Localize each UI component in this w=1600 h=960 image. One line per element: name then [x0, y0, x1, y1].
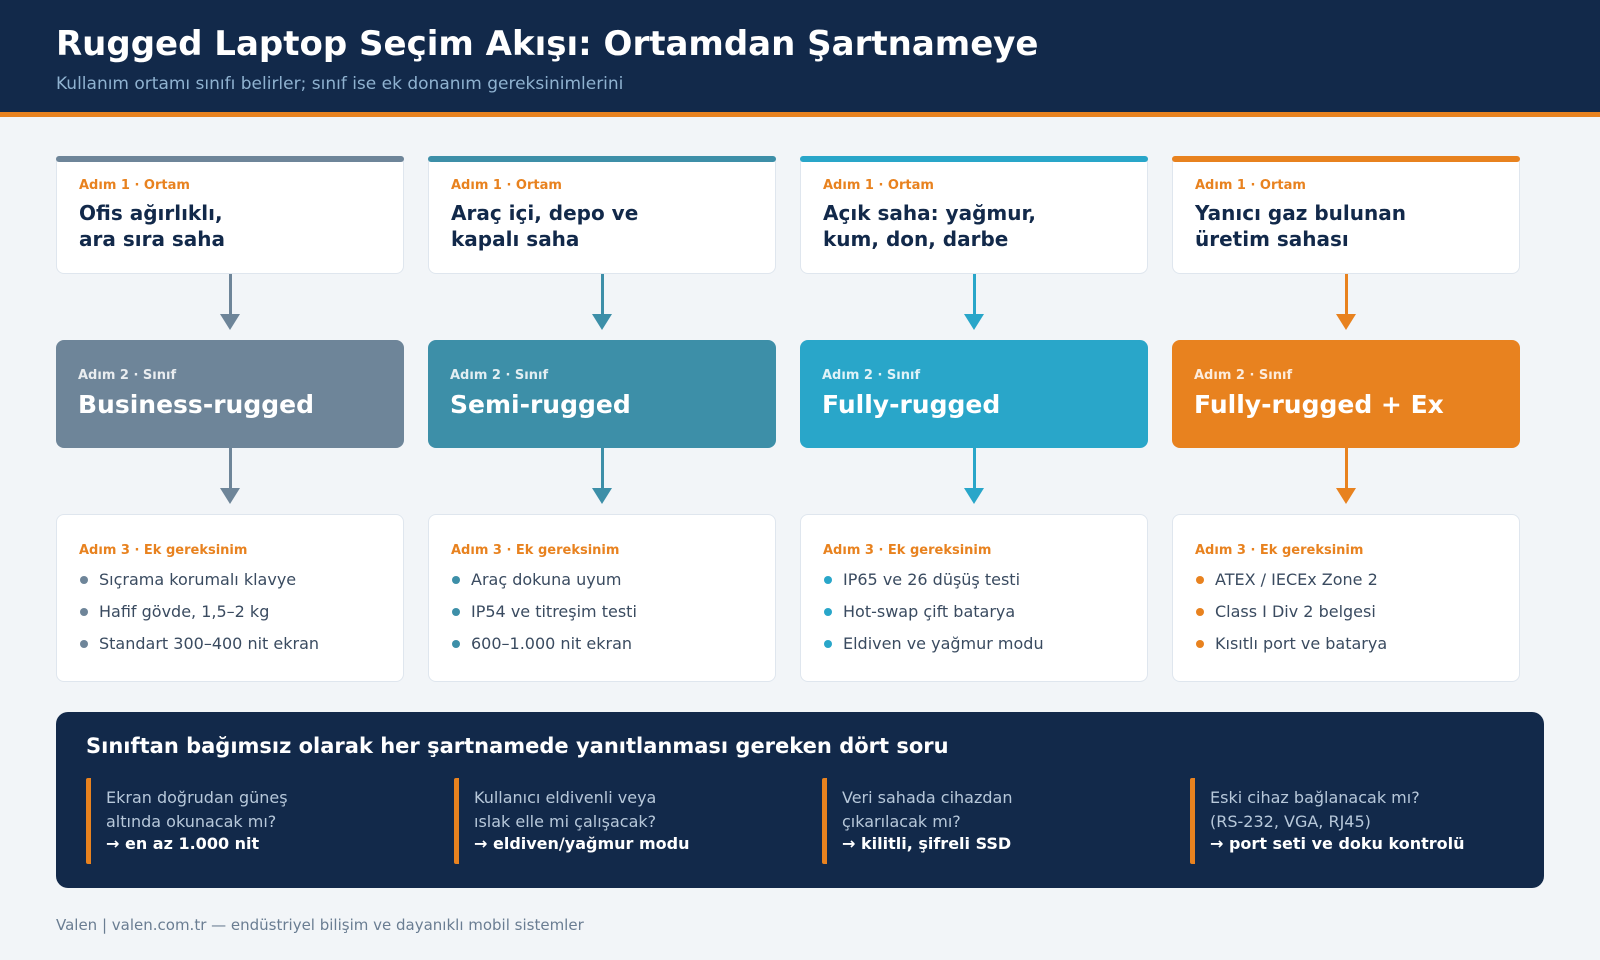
bullet-icon: [824, 640, 832, 648]
environment-title: Araç içi, depo ve kapalı saha: [451, 200, 761, 252]
question-item: Eski cihaz bağlanacak mı? (RS-232, VGA, …: [1190, 778, 1535, 864]
flow-column-semi-rugged: Adım 1 · Ortam Araç içi, depo ve kapalı …: [428, 156, 776, 682]
requirements-list: Sıçrama korumalı klavye Hafif gövde, 1,5…: [79, 569, 319, 665]
bullet-icon: [1196, 608, 1204, 616]
list-item: Eldiven ve yağmur modu: [823, 633, 1044, 665]
step1-kicker: Adım 1 · Ortam: [1195, 178, 1306, 193]
bullet-icon: [1196, 640, 1204, 648]
bullet-icon: [824, 608, 832, 616]
question-text: Veri sahada cihazdan çıkarılacak mı?: [842, 788, 1013, 831]
step1-kicker: Adım 1 · Ortam: [823, 178, 934, 193]
footer-credit: Valen | valen.com.tr — endüstriyel biliş…: [56, 916, 584, 934]
environment-card: Adım 1 · Ortam Yanıcı gaz bulunan üretim…: [1172, 156, 1520, 274]
flow-column-fully-rugged: Adım 1 · Ortam Açık saha: yağmur, kum, d…: [800, 156, 1148, 682]
environment-title-line1: Yanıcı gaz bulunan: [1195, 201, 1406, 225]
requirements-list: Araç dokuna uyum IP54 ve titreşim testi …: [451, 569, 637, 665]
list-item: Araç dokuna uyum: [451, 569, 637, 601]
question-answer: → kilitli, şifreli SSD: [842, 834, 1012, 853]
bullet-icon: [452, 608, 460, 616]
requirements-list: ATEX / IECEx Zone 2 Class I Div 2 belges…: [1195, 569, 1387, 665]
question-text: Eski cihaz bağlanacak mı? (RS-232, VGA, …: [1210, 788, 1420, 831]
accent-bar: [800, 156, 1148, 162]
step3-kicker: Adım 3 · Ek gereksinim: [79, 543, 248, 558]
environment-title-line2: ara sıra saha: [79, 227, 226, 251]
environment-title-line2: üretim sahası: [1195, 227, 1349, 251]
class-card: Adım 2 · Sınıf Semi-rugged: [428, 340, 776, 448]
flow-column-fully-rugged-ex: Adım 1 · Ortam Yanıcı gaz bulunan üretim…: [1172, 156, 1520, 682]
list-item: Standart 300–400 nit ekran: [79, 633, 319, 665]
step3-kicker: Adım 3 · Ek gereksinim: [451, 543, 620, 558]
list-item: Kısıtlı port ve batarya: [1195, 633, 1387, 665]
requirements-list: IP65 ve 26 düşüş testi Hot-swap çift bat…: [823, 569, 1044, 665]
question-text: Kullanıcı eldivenli veya ıslak elle mi ç…: [474, 788, 657, 831]
list-item: Class I Div 2 belgesi: [1195, 601, 1387, 633]
list-item: ATEX / IECEx Zone 2: [1195, 569, 1387, 601]
requirements-card: Adım 3 · Ek gereksinim Araç dokuna uyum …: [428, 514, 776, 682]
step1-kicker: Adım 1 · Ortam: [79, 178, 190, 193]
bullet-icon: [80, 608, 88, 616]
bullet-icon: [80, 576, 88, 584]
step2-kicker: Adım 2 · Sınıf: [78, 368, 177, 383]
page-subtitle: Kullanım ortamı sınıfı belirler; sınıf i…: [56, 74, 624, 94]
bullet-icon: [1196, 576, 1204, 584]
bullet-icon: [80, 640, 88, 648]
list-item: IP65 ve 26 düşüş testi: [823, 569, 1044, 601]
question-item: Veri sahada cihazdan çıkarılacak mı? → k…: [822, 778, 1167, 864]
class-card: Adım 2 · Sınıf Fully-rugged + Ex: [1172, 340, 1520, 448]
header-banner: Rugged Laptop Seçim Akışı: Ortamdan Şart…: [0, 0, 1600, 117]
step2-kicker: Adım 2 · Sınıf: [822, 368, 921, 383]
step1-kicker: Adım 1 · Ortam: [451, 178, 562, 193]
page-title: Rugged Laptop Seçim Akışı: Ortamdan Şart…: [56, 24, 1039, 64]
question-answer: → eldiven/yağmur modu: [474, 834, 690, 853]
step3-kicker: Adım 3 · Ek gereksinim: [1195, 543, 1364, 558]
requirements-card: Adım 3 · Ek gereksinim ATEX / IECEx Zone…: [1172, 514, 1520, 682]
question-text: Ekran doğrudan güneş altında okunacak mı…: [106, 788, 288, 831]
environment-card: Adım 1 · Ortam Açık saha: yağmur, kum, d…: [800, 156, 1148, 274]
list-item: IP54 ve titreşim testi: [451, 601, 637, 633]
class-label: Fully-rugged + Ex: [1194, 390, 1444, 419]
environment-card: Adım 1 · Ortam Araç içi, depo ve kapalı …: [428, 156, 776, 274]
bullet-icon: [452, 640, 460, 648]
accent-bar: [428, 156, 776, 162]
environment-title-line1: Ofis ağırlıklı,: [79, 201, 223, 225]
bullet-icon: [824, 576, 832, 584]
list-item: 600–1.000 nit ekran: [451, 633, 637, 665]
step2-kicker: Adım 2 · Sınıf: [450, 368, 549, 383]
requirements-card: Adım 3 · Ek gereksinim Sıçrama korumalı …: [56, 514, 404, 682]
environment-title: Açık saha: yağmur, kum, don, darbe: [823, 200, 1133, 252]
questions-title: Sınıftan bağımsız olarak her şartnamede …: [86, 734, 949, 758]
question-answer: → port seti ve doku kontrolü: [1210, 834, 1465, 853]
class-card: Adım 2 · Sınıf Business-rugged: [56, 340, 404, 448]
accent-bar: [1172, 156, 1520, 162]
environment-title-line1: Açık saha: yağmur,: [823, 201, 1036, 225]
question-item: Ekran doğrudan güneş altında okunacak mı…: [86, 778, 431, 864]
list-item: Hafif gövde, 1,5–2 kg: [79, 601, 319, 633]
key-questions-panel: Sınıftan bağımsız olarak her şartnamede …: [56, 712, 1544, 888]
environment-title-line2: kum, don, darbe: [823, 227, 1009, 251]
flow-column-business-rugged: Adım 1 · Ortam Ofis ağırlıklı, ara sıra …: [56, 156, 404, 682]
list-item: Hot-swap çift batarya: [823, 601, 1044, 633]
class-label: Fully-rugged: [822, 390, 1001, 419]
class-card: Adım 2 · Sınıf Fully-rugged: [800, 340, 1148, 448]
step3-kicker: Adım 3 · Ek gereksinim: [823, 543, 992, 558]
environment-title: Yanıcı gaz bulunan üretim sahası: [1195, 200, 1505, 252]
class-label: Business-rugged: [78, 390, 314, 419]
environment-title: Ofis ağırlıklı, ara sıra saha: [79, 200, 389, 252]
requirements-card: Adım 3 · Ek gereksinim IP65 ve 26 düşüş …: [800, 514, 1148, 682]
bullet-icon: [452, 576, 460, 584]
accent-bar: [56, 156, 404, 162]
list-item: Sıçrama korumalı klavye: [79, 569, 319, 601]
environment-title-line2: kapalı saha: [451, 227, 580, 251]
environment-card: Adım 1 · Ortam Ofis ağırlıklı, ara sıra …: [56, 156, 404, 274]
question-answer: → en az 1.000 nit: [106, 834, 260, 853]
question-item: Kullanıcı eldivenli veya ıslak elle mi ç…: [454, 778, 799, 864]
class-label: Semi-rugged: [450, 390, 631, 419]
environment-title-line1: Araç içi, depo ve: [451, 201, 639, 225]
step2-kicker: Adım 2 · Sınıf: [1194, 368, 1293, 383]
